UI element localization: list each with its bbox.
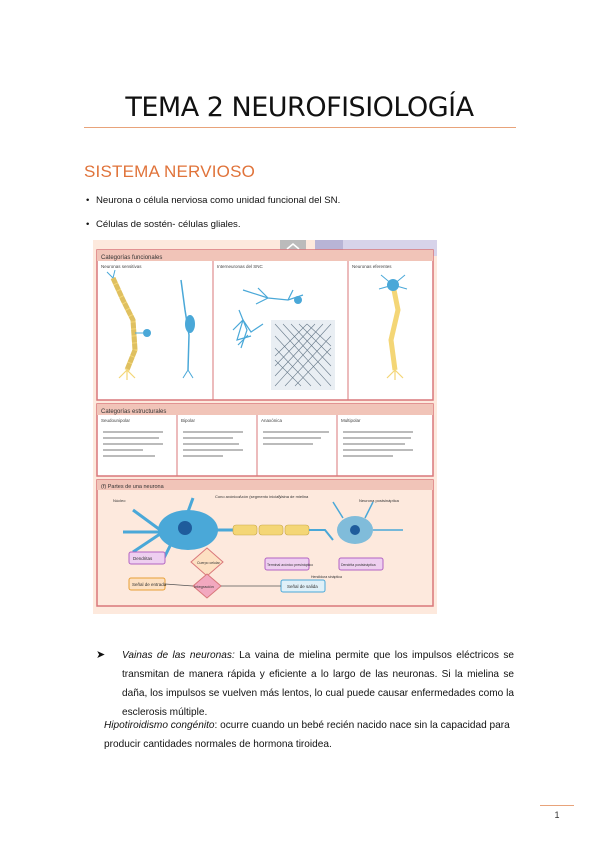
- structural-heading: Categorías estructurales: [101, 409, 166, 415]
- section-heading: SISTEMA NERVIOSO: [84, 162, 256, 181]
- dendrites-box: [128, 551, 166, 565]
- svg-text:Dendrita postsináptica: Dendrita postsináptica: [341, 563, 376, 567]
- bullet-item: • Neurona o célula nerviosa como unidad f…: [86, 195, 340, 206]
- paragraph-term: Hipotiroidismo congénito: [104, 720, 215, 731]
- postsynaptic-dendrite-box: [338, 557, 384, 571]
- neuron-figure: Categorías funcionales Neuronas sensitiv…: [93, 240, 437, 614]
- functional-header: [97, 250, 433, 261]
- bullet-icon: •: [86, 219, 90, 230]
- neuron-illustration: Categorías funcionales Neuronas sensitiv…: [96, 240, 437, 607]
- myelin-paragraph: ➤ Vainas de las neuronas: La vaina de mi…: [96, 646, 514, 722]
- scroll-up-icon: [280, 240, 306, 252]
- page-title: TEMA 2 NEUROFISIOLOGÍA: [125, 92, 474, 123]
- paragraph-text: : ocurre cuando un bebé recién nacido na…: [104, 720, 510, 750]
- nucleus: [178, 521, 192, 535]
- svg-text:Señal de salida: Señal de salida: [287, 584, 318, 589]
- paragraph-text: La vaina de mielina permite que los impu…: [122, 650, 514, 718]
- struct-type: Anaxónica: [261, 418, 283, 423]
- svg-text:Cuerpo celular: Cuerpo celular: [197, 561, 221, 565]
- svg-text:Cono axónico: Cono axónico: [215, 494, 240, 499]
- svg-text:Núcleo: Núcleo: [113, 498, 126, 503]
- svg-text:Terminal axónico presináptico: Terminal axónico presináptico: [267, 563, 313, 567]
- struct-type: Bipolar: [181, 418, 196, 423]
- svg-text:Integración: Integración: [194, 584, 214, 589]
- svg-text:Dendritas: Dendritas: [133, 556, 153, 561]
- col-label: Interneuronas del SNC: [217, 264, 264, 269]
- page-number: 1: [554, 810, 560, 820]
- title-divider: [84, 127, 516, 128]
- integration-diamond: [192, 573, 222, 599]
- bullet-item: • Células de sostén- células gliales.: [86, 219, 241, 230]
- svg-text:Señal de entrada: Señal de entrada: [132, 582, 167, 587]
- footer-divider: [540, 805, 574, 806]
- bullet-icon: •: [86, 195, 90, 206]
- bullet-text: Neurona o célula nerviosa como unidad fu…: [96, 195, 341, 206]
- efferent-axon: [388, 284, 401, 371]
- struct-type: Seudounipolar: [101, 418, 131, 423]
- struct-type: Multipolar: [341, 418, 361, 423]
- hypothyroidism-paragraph: Hipotiroidismo congénito: ocurre cuando …: [104, 716, 516, 754]
- presynaptic-terminal-box: [264, 557, 310, 571]
- paragraph-term: Vainas de las neuronas:: [122, 650, 235, 661]
- structural-panel: [96, 403, 434, 477]
- svg-text:Axón (segmento inicial): Axón (segmento inicial): [239, 494, 281, 499]
- functional-heading: Categorías funcionales: [101, 255, 162, 261]
- bullet-text: Células de sostén- células gliales.: [96, 219, 241, 230]
- functional-panel: [96, 249, 434, 401]
- col-label: Neuronas sensitivas: [101, 264, 142, 269]
- arrow-bullet-icon: ➤: [96, 649, 106, 661]
- cell-body: [143, 329, 151, 337]
- svg-text:Hendidura sináptica: Hendidura sináptica: [311, 575, 342, 579]
- myelin-sheath: [232, 524, 310, 536]
- col-label: Neuronas eferentes: [352, 264, 392, 269]
- parts-heading: (f) Partes de una neurona: [101, 484, 165, 490]
- structural-header: [97, 404, 433, 415]
- svg-text:Vaina de mielina: Vaina de mielina: [279, 494, 309, 499]
- svg-text:Neurona postsináptica: Neurona postsináptica: [359, 498, 400, 503]
